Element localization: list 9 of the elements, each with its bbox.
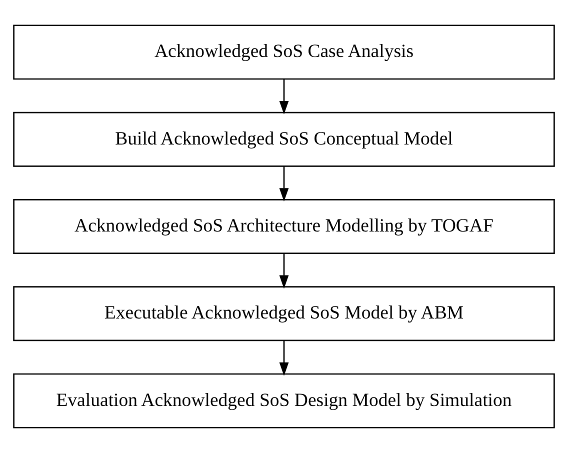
node-box: Acknowledged SoS Architecture Modelling by TOGAF xyxy=(13,199,555,254)
arrow xyxy=(279,166,289,202)
arrow xyxy=(279,340,289,376)
node-box: Executable Acknowledged SoS Model by ABM xyxy=(13,286,555,342)
node-box: Build Acknowledged SoS Conceptual Model xyxy=(13,112,555,167)
arrow xyxy=(279,254,289,289)
arrow xyxy=(279,79,289,114)
node-box: Acknowledged SoS Case Analysis xyxy=(13,24,555,80)
node-box: Evaluation Acknowledged SoS Design Model by Simulation xyxy=(13,373,555,428)
